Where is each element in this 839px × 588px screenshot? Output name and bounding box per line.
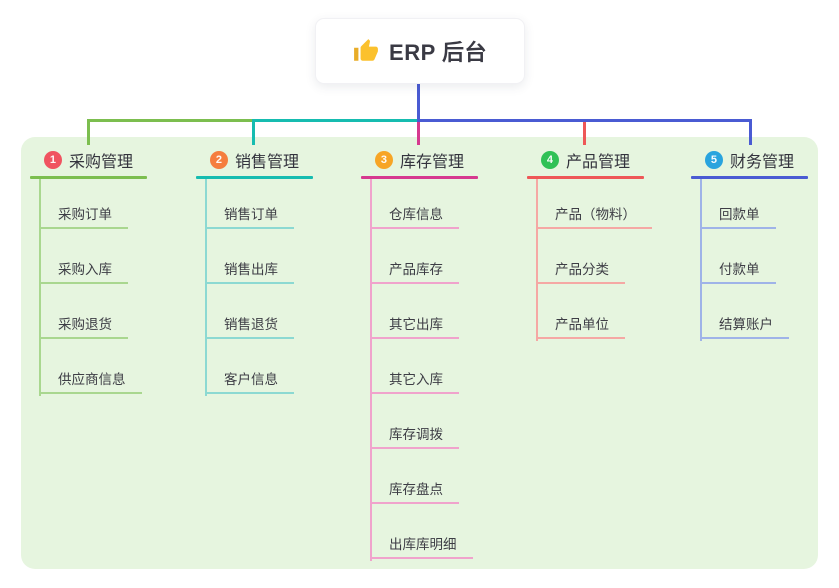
child-node[interactable]: 产品库存 — [370, 258, 459, 284]
branch-title-label: 销售管理 — [234, 154, 299, 171]
branch-drop-line — [583, 122, 586, 145]
branch-underline — [361, 176, 478, 179]
branch-underline — [196, 176, 313, 179]
child-node[interactable]: 销售退货 — [205, 313, 294, 339]
child-node[interactable]: 客户信息 — [205, 368, 294, 394]
branch-title-label: 采购管理 — [68, 154, 133, 171]
branch-number-badge: 2 — [209, 151, 228, 169]
child-node[interactable]: 采购订单 — [39, 203, 128, 229]
child-node[interactable]: 产品（物料） — [536, 203, 652, 229]
branch-drop-line — [749, 119, 752, 145]
child-node[interactable]: 结算账户 — [700, 313, 789, 339]
child-node[interactable]: 出库库明细 — [370, 533, 473, 559]
branch-header[interactable]: 2 销售管理 — [196, 148, 313, 172]
branch-underline — [30, 176, 147, 179]
branch-title-label: 产品管理 — [565, 154, 630, 171]
branch-header[interactable]: 4 产品管理 — [527, 148, 644, 172]
child-node[interactable]: 产品分类 — [536, 258, 625, 284]
branch-number-badge: 1 — [43, 151, 62, 169]
root-connector-line — [417, 84, 420, 122]
branch-child-rail — [205, 179, 207, 396]
branch-header[interactable]: 1 采购管理 — [30, 148, 147, 172]
root-node-label: ERP 后台 — [389, 40, 487, 65]
child-node[interactable]: 销售出库 — [205, 258, 294, 284]
child-node[interactable]: 库存调拨 — [370, 423, 459, 449]
child-node[interactable]: 付款单 — [700, 258, 776, 284]
child-node[interactable]: 供应商信息 — [39, 368, 142, 394]
branch-header[interactable]: 3 库存管理 — [361, 148, 478, 172]
child-node[interactable]: 其它出库 — [370, 313, 459, 339]
child-node[interactable]: 仓库信息 — [370, 203, 459, 229]
bus-line-segment — [87, 119, 252, 122]
branch-title-label: 财务管理 — [729, 154, 794, 171]
thumbs-up-icon — [353, 38, 379, 64]
branch-child-rail — [370, 179, 372, 561]
child-node[interactable]: 产品单位 — [536, 313, 625, 339]
child-node[interactable]: 采购退货 — [39, 313, 128, 339]
branch-number-badge: 5 — [704, 151, 723, 169]
root-node[interactable]: ERP 后台 — [315, 18, 525, 84]
child-node[interactable]: 采购入库 — [39, 258, 128, 284]
branch-child-rail — [39, 179, 41, 396]
branch-number-badge: 3 — [374, 151, 393, 169]
branch-number-badge: 4 — [540, 151, 559, 169]
branch-underline — [527, 176, 644, 179]
branch-underline — [691, 176, 808, 179]
child-node[interactable]: 回款单 — [700, 203, 776, 229]
branch-drop-line — [87, 119, 90, 145]
branch-drop-line — [252, 119, 255, 145]
child-node[interactable]: 其它入库 — [370, 368, 459, 394]
branch-child-rail — [536, 179, 538, 341]
child-node[interactable]: 库存盘点 — [370, 478, 459, 504]
branch-child-rail — [700, 179, 702, 341]
branch-header[interactable]: 5 财务管理 — [691, 148, 808, 172]
bus-line-segment — [252, 119, 417, 122]
child-node[interactable]: 销售订单 — [205, 203, 294, 229]
branch-drop-line — [417, 122, 420, 145]
canvas-background-panel — [21, 137, 818, 569]
bus-line-segment — [417, 119, 752, 122]
branch-title-label: 库存管理 — [399, 154, 464, 171]
